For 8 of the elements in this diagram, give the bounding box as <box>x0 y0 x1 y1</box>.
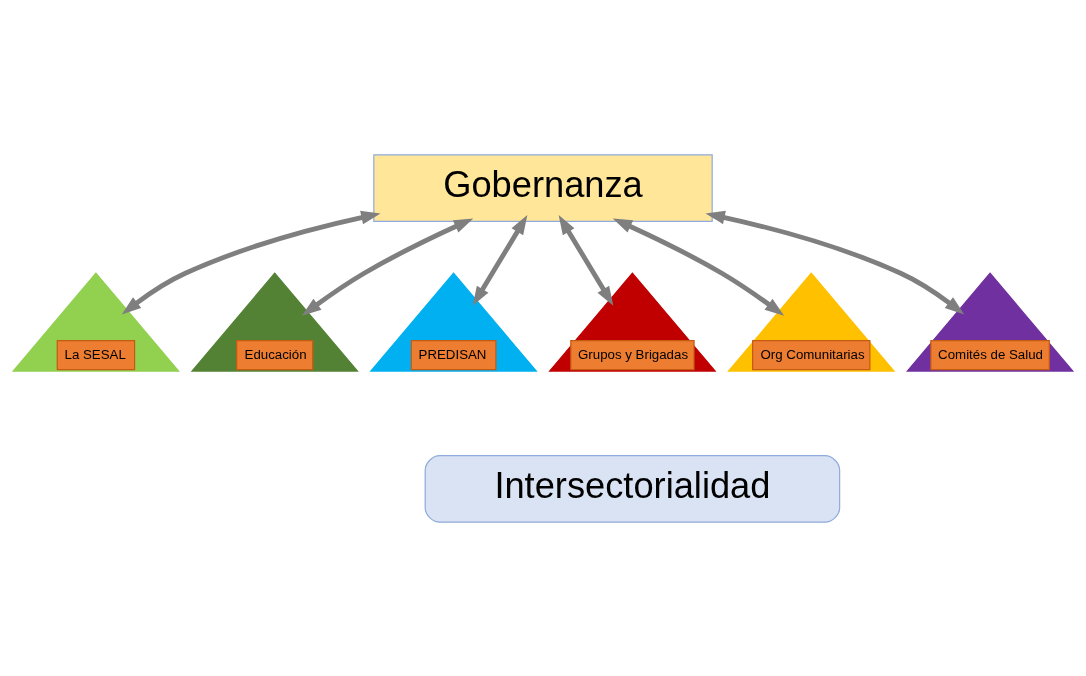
arrow <box>301 217 474 316</box>
node-box: Intersectorialidad <box>424 454 841 523</box>
node-box: Gobernanza <box>373 153 713 222</box>
arrow <box>472 214 528 306</box>
arrow <box>612 217 785 316</box>
arrow <box>121 210 381 314</box>
arrow <box>558 214 614 306</box>
arrow <box>705 210 965 314</box>
